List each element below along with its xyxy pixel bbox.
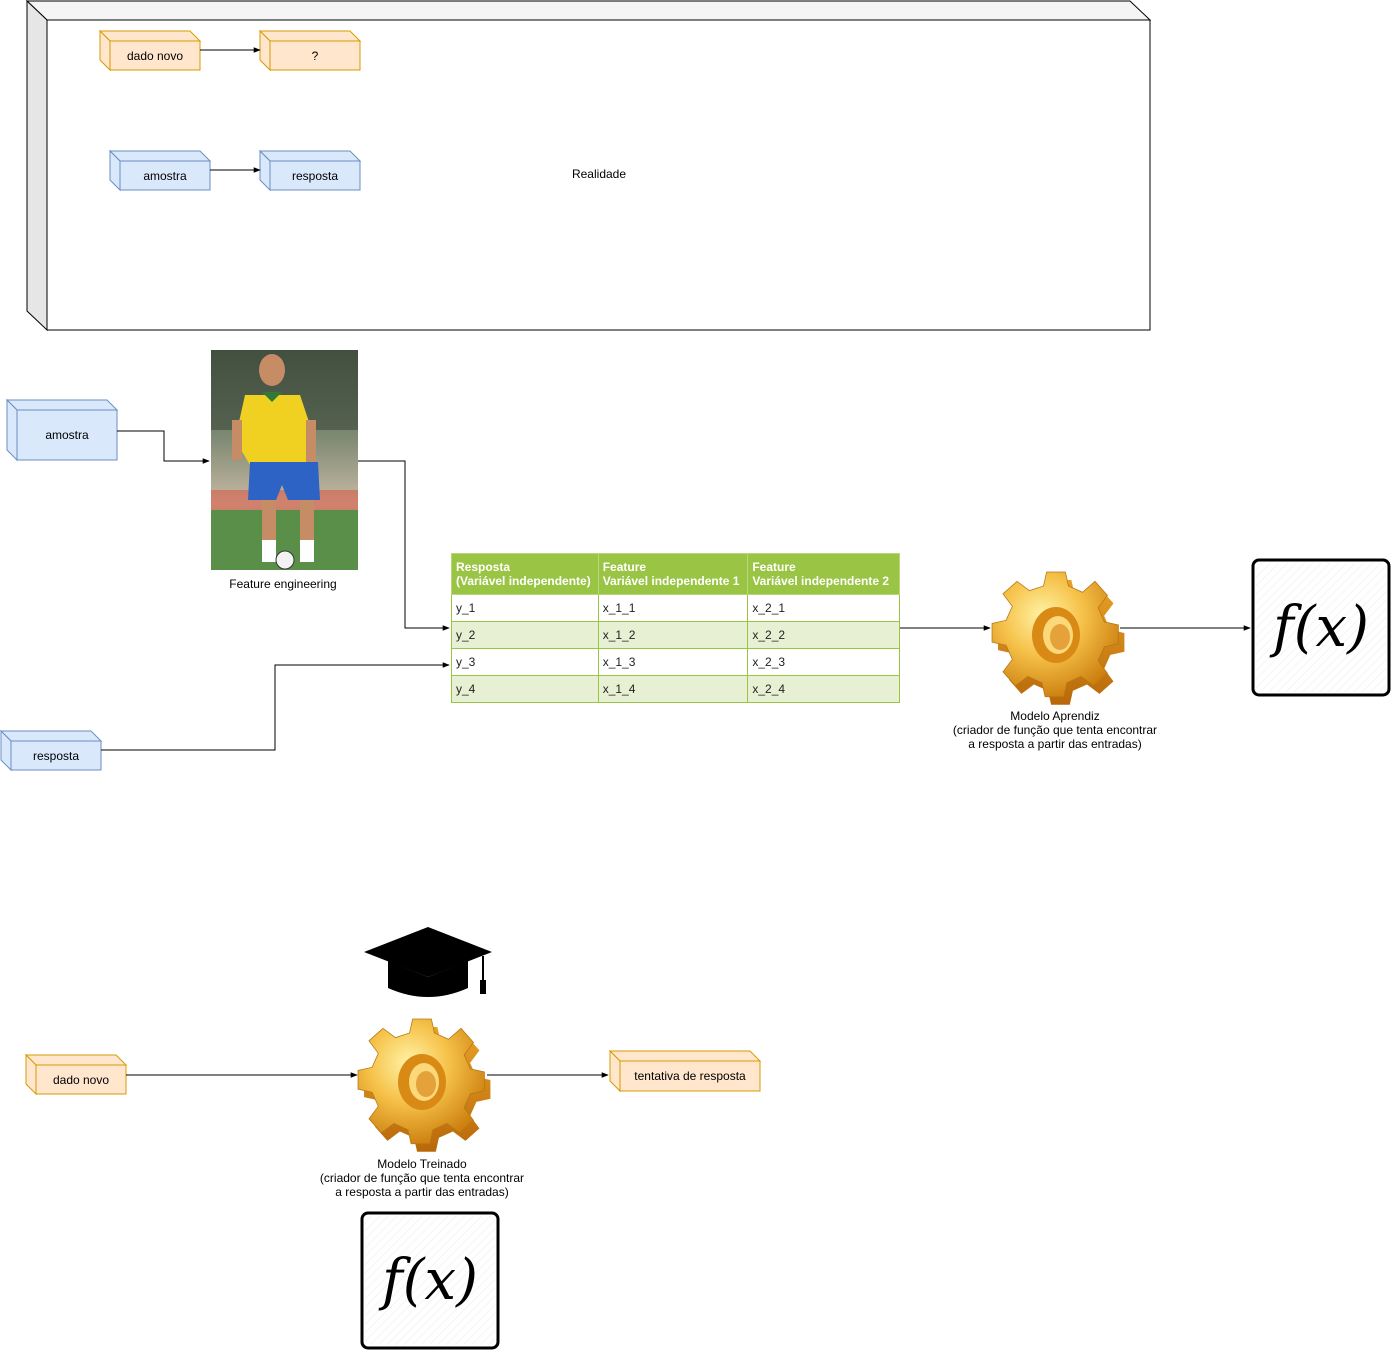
gear-icon — [991, 571, 1125, 705]
dado-novo-label-inference: dado novo — [52, 1072, 110, 1087]
dado-novo-box-top — [98, 29, 202, 72]
resposta-label-training: resposta — [32, 748, 80, 763]
tentativa-label: tentativa de resposta — [634, 1069, 746, 1083]
resposta-label-top: resposta — [291, 168, 339, 183]
table-cell: x_1_4 — [597, 675, 749, 703]
function-icon-trained — [360, 1211, 500, 1350]
table-cell: y_1 — [451, 594, 599, 622]
modelo-aprendiz-label: Modelo Aprendiz (criador de função que t… — [952, 709, 1158, 751]
table-cell: x_2_1 — [747, 594, 900, 622]
arrow-amostra-to-feature-eng — [117, 430, 210, 464]
function-icon — [1251, 558, 1391, 697]
table-cell: x_2_2 — [747, 621, 900, 649]
table-cell: y_2 — [451, 621, 599, 649]
feature-engineering-label: Feature engineering — [229, 577, 337, 591]
amostra-label-top: amostra — [143, 168, 187, 183]
function-symbol-trained: f(x) — [381, 1248, 478, 1313]
table-cell: y_3 — [451, 648, 599, 676]
header-subtitle: Variável independente 1 — [602, 574, 740, 588]
question-label: ? — [311, 48, 319, 63]
gear-icon-trained — [357, 1018, 491, 1152]
header-subtitle: Variável independente 2 — [752, 574, 890, 588]
dado-novo-label-top: dado novo — [126, 48, 184, 63]
table-row: y_2 x_1_2 x_2_2 — [451, 621, 900, 649]
unknown-answer-box — [258, 29, 362, 72]
header-title: Resposta — [456, 560, 511, 574]
amostra-box-top — [108, 149, 212, 192]
resposta-box-training — [0, 729, 103, 772]
table-row: y_4 x_1_4 x_2_4 — [451, 675, 900, 703]
amostra-box-training — [5, 398, 119, 462]
arrow-feature-eng-to-table — [358, 460, 450, 631]
table-cell: x_1_1 — [597, 594, 749, 622]
table-cell: x_2_3 — [747, 648, 900, 676]
table-row: y_1 x_1_1 x_2_1 — [451, 594, 900, 622]
amostra-label-training: amostra — [45, 428, 89, 442]
realidade-container — [25, 0, 1152, 332]
realidade-label: Realidade — [571, 167, 627, 181]
dado-novo-box-inference — [24, 1053, 128, 1096]
table-cell: y_4 — [451, 675, 599, 703]
table-cell: x_2_4 — [747, 675, 900, 703]
resposta-box-top — [258, 149, 362, 192]
table-row: y_3 x_1_3 x_2_3 — [451, 648, 900, 676]
football-player-photo — [211, 350, 358, 570]
graduation-cap-icon — [364, 927, 492, 997]
modelo-treinado-label: Modelo Treinado (criador de função que t… — [319, 1157, 525, 1199]
table-cell: x_1_3 — [597, 648, 749, 676]
header-title: Feature — [602, 560, 647, 574]
header-title: Feature — [752, 560, 796, 574]
arrow-resposta-to-table — [101, 662, 450, 751]
tentativa-box — [608, 1049, 762, 1093]
table-header-resposta: Resposta(Variável independente) — [451, 553, 599, 595]
function-symbol: f(x) — [1272, 595, 1369, 660]
table-cell: x_1_2 — [597, 621, 749, 649]
header-subtitle: (Variável independente) — [456, 574, 591, 588]
